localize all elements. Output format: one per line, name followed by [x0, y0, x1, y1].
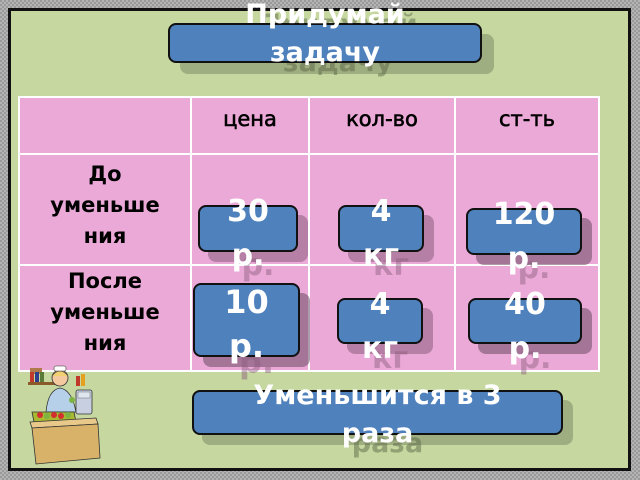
table-header-price: цена [190, 96, 310, 155]
table-header-quantity: кол-во [308, 96, 456, 155]
title-button[interactable] [168, 23, 482, 63]
answer-cost-before-label: 120 р. [492, 197, 556, 276]
answer-price-before-label: 30 р. [227, 194, 269, 273]
answer-price-after-label: 10 р. [224, 283, 269, 365]
table-header-row: цена кол-во ст-ть [18, 96, 600, 155]
answer-quantity-before[interactable] [338, 205, 424, 252]
shopkeeper-icon [26, 360, 116, 465]
answer-cost-after[interactable] [468, 298, 582, 344]
result-button[interactable] [192, 390, 563, 435]
row-label-after: После уменьше ния [18, 264, 192, 372]
answer-price-after[interactable] [193, 283, 300, 357]
answer-quantity-before-label: 4 кг [362, 194, 400, 273]
table-header-cost: ст-ть [454, 96, 600, 155]
answer-cost-before[interactable] [466, 208, 582, 255]
title-button-label: Придумай задачу [245, 0, 405, 68]
answer-cost-after-label: 40 р. [504, 287, 546, 366]
answer-quantity-after[interactable] [337, 298, 423, 344]
answer-quantity-after-label: 4 кг [361, 287, 399, 366]
row-label-before: До уменьше ния [18, 153, 192, 266]
answer-price-before[interactable] [198, 205, 298, 252]
result-button-label: Уменьшится в 3 раза [253, 380, 502, 449]
table-header-empty [18, 96, 192, 155]
